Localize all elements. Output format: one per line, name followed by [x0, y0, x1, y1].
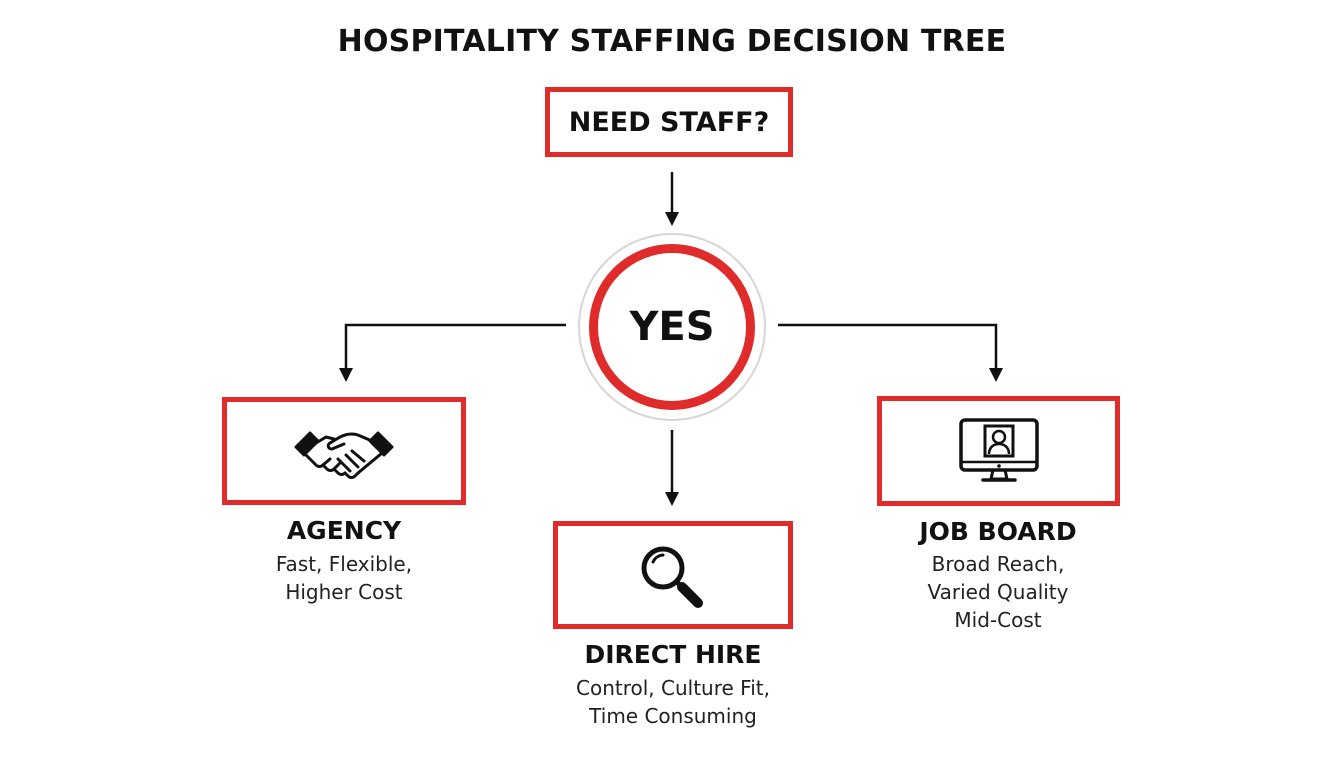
- need-staff-label: NEED STAFF?: [568, 106, 770, 138]
- arrowhead-agency: [339, 368, 353, 382]
- job-board-desc-line-1: Broad Reach,: [931, 552, 1065, 576]
- direct-hire-title: DIRECT HIRE: [584, 640, 762, 669]
- direct-hire-desc-line-2: Time Consuming: [589, 704, 757, 728]
- computer-profile-icon: [958, 418, 1039, 482]
- job-board-description: Broad Reach, Varied Quality Mid-Cost: [848, 550, 1148, 634]
- yes-node: YES: [589, 244, 755, 410]
- job-board-desc-line-3: Mid-Cost: [954, 608, 1042, 632]
- job-board-desc-line-2: Varied Quality: [927, 580, 1069, 604]
- agency-node: [222, 397, 466, 505]
- agency-description: Fast, Flexible, Higher Cost: [202, 550, 486, 606]
- diagram-title: HOSPITALITY STAFFING DECISION TREE: [337, 24, 1007, 59]
- arrow-yes-to-job-board: [778, 323, 998, 378]
- job-board-title: JOB BOARD: [919, 517, 1077, 546]
- direct-hire-node: [553, 521, 793, 629]
- agency-desc-line-2: Higher Cost: [285, 580, 403, 604]
- arrowhead-job-board: [989, 368, 1003, 382]
- arrowhead-direct-hire: [665, 492, 679, 506]
- agency-title: AGENCY: [286, 516, 402, 545]
- direct-hire-description: Control, Culture Fit, Time Consuming: [523, 674, 823, 730]
- magnifying-glass-icon: [641, 546, 703, 608]
- agency-desc-line-1: Fast, Flexible,: [275, 552, 413, 576]
- arrowhead-start-to-yes: [665, 212, 679, 226]
- arrow-yes-to-agency: [344, 323, 566, 378]
- job-board-node: [877, 396, 1120, 506]
- need-staff-node: NEED STAFF?: [545, 87, 793, 157]
- direct-hire-desc-line-1: Control, Culture Fit,: [576, 676, 770, 700]
- handshake-icon: [294, 431, 394, 479]
- yes-label: YES: [629, 304, 715, 350]
